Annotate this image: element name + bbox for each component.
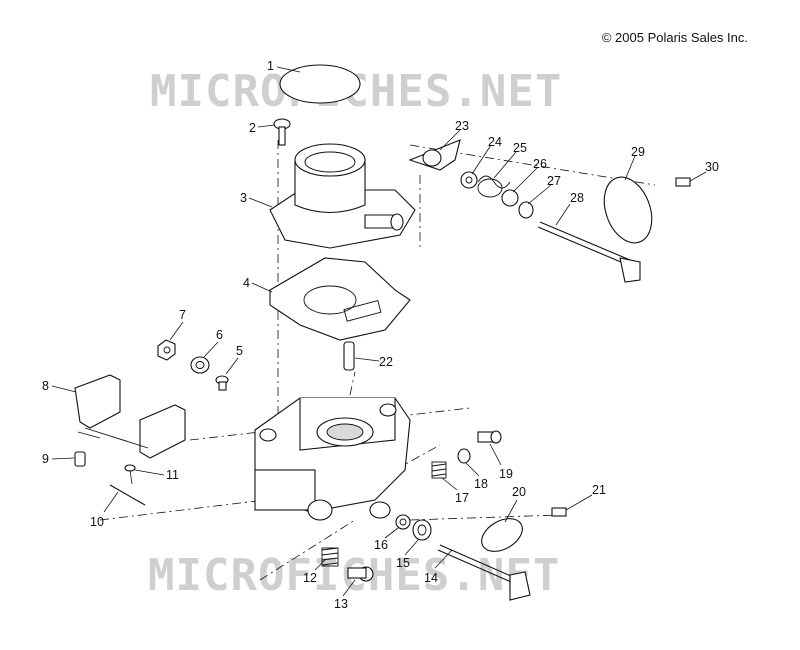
part-14-throttle-shaft	[437, 544, 531, 601]
callout-6: 6	[216, 328, 223, 342]
part-21-screw	[551, 507, 567, 517]
part-24-washer	[460, 171, 478, 189]
callout-3: 3	[240, 191, 247, 205]
part-11-screw	[124, 464, 136, 485]
part-30-screw	[675, 177, 691, 187]
callout-9: 9	[42, 452, 49, 466]
callout-17: 17	[455, 491, 469, 505]
callout-20: 20	[512, 485, 526, 499]
callout-leaders	[51, 66, 707, 597]
callout-26: 26	[533, 157, 547, 171]
part-29-choke-plate	[603, 176, 653, 244]
callout-1: 1	[267, 59, 274, 73]
callout-24: 24	[488, 135, 502, 149]
callout-10: 10	[90, 515, 104, 529]
part-17-spring	[431, 461, 447, 479]
part-19-screw	[477, 430, 502, 444]
part-1-oring	[279, 64, 361, 104]
part-20-throttle-plate	[481, 518, 523, 552]
part-9-needle	[74, 451, 86, 467]
part-13-screw	[347, 566, 374, 582]
callout-28: 28	[570, 191, 584, 205]
callout-12: 12	[303, 571, 317, 585]
part-15-bushing	[412, 519, 432, 541]
callout-30: 30	[705, 160, 719, 174]
part-26-washer	[501, 189, 519, 207]
callout-27: 27	[547, 174, 561, 188]
part-23-lever	[408, 139, 461, 171]
main-carburetor-body	[254, 397, 411, 521]
callout-7: 7	[179, 308, 186, 322]
callout-22: 22	[379, 355, 393, 369]
callout-18: 18	[474, 477, 488, 491]
part-22-jet	[343, 341, 355, 371]
part-4-gasket	[269, 257, 411, 341]
part-16-washer	[395, 514, 411, 530]
callout-5: 5	[236, 344, 243, 358]
part-2-screw	[273, 118, 291, 146]
callout-15: 15	[396, 556, 410, 570]
callout-14: 14	[424, 571, 438, 585]
part-10-pin	[109, 484, 146, 506]
part-7-nut	[157, 339, 176, 361]
part-8-float	[74, 374, 186, 459]
part-18-washer	[457, 448, 471, 464]
callout-labels: 1 2 3 4 5 6 7 8 9 10 11 12 13 14 15 16 1…	[42, 59, 719, 611]
callout-11: 11	[166, 468, 179, 482]
callout-21: 21	[592, 483, 606, 497]
callout-2: 2	[249, 121, 256, 135]
part-5-screw	[215, 375, 229, 391]
part-27-washer	[518, 201, 534, 219]
part-25-spring	[477, 175, 511, 198]
part-12-spring	[321, 547, 339, 567]
callout-19: 19	[499, 467, 513, 481]
callout-23: 23	[455, 119, 469, 133]
callout-29: 29	[631, 145, 645, 159]
callout-4: 4	[243, 276, 250, 290]
part-6-washer	[190, 356, 210, 374]
part-28-choke-shaft	[537, 221, 641, 283]
copyright-notice: © 2005 Polaris Sales Inc.	[601, 30, 748, 45]
callout-16: 16	[374, 538, 388, 552]
callout-8: 8	[42, 379, 49, 393]
callout-25: 25	[513, 141, 527, 155]
part-3-top-housing	[269, 143, 416, 249]
callout-13: 13	[334, 597, 348, 611]
